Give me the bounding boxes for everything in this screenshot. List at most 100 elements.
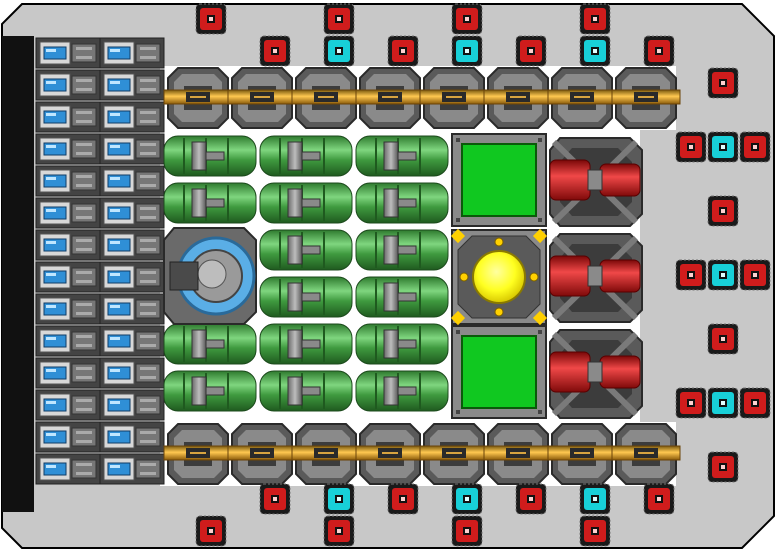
cyan-thruster[interactable]: [451, 35, 483, 67]
battery-cell[interactable]: [35, 389, 101, 421]
battery-cell[interactable]: [99, 261, 165, 293]
fuel-tank[interactable]: [355, 229, 449, 271]
fuel-tank[interactable]: [259, 276, 353, 318]
red-thruster[interactable]: [707, 195, 739, 227]
shield-generator[interactable]: [163, 227, 257, 325]
fuel-tank[interactable]: [163, 370, 257, 412]
gun-turret[interactable]: [419, 67, 489, 129]
battery-cell[interactable]: [35, 133, 101, 165]
fuel-tank[interactable]: [355, 182, 449, 224]
gun-turret[interactable]: [611, 423, 681, 485]
fuel-tank[interactable]: [355, 323, 449, 365]
red-thruster[interactable]: [707, 323, 739, 355]
gun-turret[interactable]: [419, 423, 489, 485]
fuel-tank-grid[interactable]: [163, 135, 449, 412]
gun-turret[interactable]: [547, 423, 617, 485]
gun-turret[interactable]: [483, 67, 553, 129]
red-thruster[interactable]: [579, 3, 611, 35]
cyan-thruster[interactable]: [323, 35, 355, 67]
battery-cell[interactable]: [35, 37, 101, 69]
battery-cell[interactable]: [35, 261, 101, 293]
red-thruster[interactable]: [643, 483, 675, 515]
red-thruster[interactable]: [195, 515, 227, 547]
gun-turret[interactable]: [163, 67, 233, 129]
battery-cell[interactable]: [35, 229, 101, 261]
battery-cell[interactable]: [99, 101, 165, 133]
battery-cell[interactable]: [35, 101, 101, 133]
heavy-cannon[interactable]: [549, 329, 643, 419]
cyan-thruster[interactable]: [579, 35, 611, 67]
battery-cell[interactable]: [99, 197, 165, 229]
reactor-core[interactable]: [450, 228, 548, 326]
red-thruster[interactable]: [707, 451, 739, 483]
gun-turret[interactable]: [291, 67, 361, 129]
red-thruster[interactable]: [323, 515, 355, 547]
battery-cell[interactable]: [99, 389, 165, 421]
fuel-tank[interactable]: [163, 182, 257, 224]
gun-turret[interactable]: [547, 67, 617, 129]
red-thruster[interactable]: [387, 483, 419, 515]
fuel-tank[interactable]: [355, 276, 449, 318]
battery-cell[interactable]: [35, 325, 101, 357]
battery-cell[interactable]: [99, 165, 165, 197]
gun-turret[interactable]: [483, 423, 553, 485]
gun-turret[interactable]: [227, 423, 297, 485]
cyan-thruster[interactable]: [323, 483, 355, 515]
fuel-tank[interactable]: [355, 370, 449, 412]
fuel-tank[interactable]: [259, 182, 353, 224]
red-thruster[interactable]: [259, 483, 291, 515]
red-thruster[interactable]: [579, 515, 611, 547]
battery-cell[interactable]: [35, 357, 101, 389]
red-thruster[interactable]: [515, 35, 547, 67]
green-panel[interactable]: [451, 325, 547, 419]
battery-cell[interactable]: [99, 325, 165, 357]
red-thruster[interactable]: [451, 515, 483, 547]
thruster-grid[interactable]: [195, 3, 771, 547]
gun-turret[interactable]: [611, 67, 681, 129]
battery-cell[interactable]: [99, 421, 165, 453]
battery-cell[interactable]: [99, 133, 165, 165]
cyan-thruster[interactable]: [579, 483, 611, 515]
fuel-tank[interactable]: [259, 135, 353, 177]
red-thruster[interactable]: [739, 131, 771, 163]
cyan-thruster[interactable]: [451, 483, 483, 515]
cyan-thruster[interactable]: [707, 131, 739, 163]
red-thruster[interactable]: [707, 67, 739, 99]
red-thruster[interactable]: [675, 259, 707, 291]
red-thruster[interactable]: [643, 35, 675, 67]
gun-turret[interactable]: [163, 423, 233, 485]
red-thruster[interactable]: [195, 3, 227, 35]
battery-bank[interactable]: [35, 37, 165, 485]
battery-cell[interactable]: [35, 197, 101, 229]
fuel-tank[interactable]: [355, 135, 449, 177]
battery-cell[interactable]: [99, 453, 165, 485]
red-thruster[interactable]: [675, 131, 707, 163]
cyan-thruster[interactable]: [707, 387, 739, 419]
battery-cell[interactable]: [35, 165, 101, 197]
gun-turret[interactable]: [227, 67, 297, 129]
battery-cell[interactable]: [99, 357, 165, 389]
gun-turret[interactable]: [355, 423, 425, 485]
red-thruster[interactable]: [739, 259, 771, 291]
battery-cell[interactable]: [99, 229, 165, 261]
fuel-tank[interactable]: [259, 370, 353, 412]
red-thruster[interactable]: [387, 35, 419, 67]
cyan-thruster[interactable]: [707, 259, 739, 291]
battery-cell[interactable]: [35, 293, 101, 325]
battery-cell[interactable]: [99, 37, 165, 69]
heavy-cannon[interactable]: [549, 233, 643, 323]
battery-cell[interactable]: [99, 293, 165, 325]
battery-cell[interactable]: [35, 453, 101, 485]
heavy-cannon[interactable]: [549, 137, 643, 227]
fuel-tank[interactable]: [163, 135, 257, 177]
battery-cell[interactable]: [35, 69, 101, 101]
battery-cell[interactable]: [99, 69, 165, 101]
fuel-tank[interactable]: [163, 323, 257, 365]
core-section[interactable]: [450, 133, 548, 419]
red-thruster[interactable]: [515, 483, 547, 515]
red-thruster[interactable]: [675, 387, 707, 419]
red-thruster[interactable]: [451, 3, 483, 35]
fuel-tank[interactable]: [259, 323, 353, 365]
gun-rows[interactable]: [163, 67, 681, 485]
